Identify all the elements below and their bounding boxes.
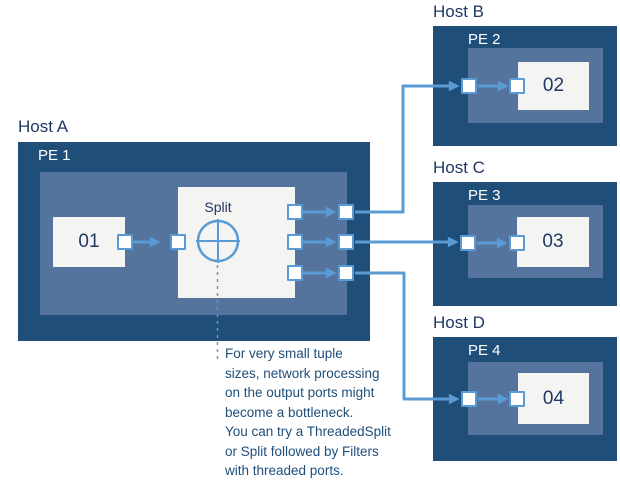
split-operator-box: Split [178, 187, 295, 298]
annotation-line: You can try a ThreadedSplit [225, 424, 391, 439]
annotation-line: with threaded ports. [225, 463, 344, 478]
port-split-output-3 [287, 265, 303, 281]
host-c-label: Host C [433, 158, 485, 177]
port-op03-input [509, 235, 525, 251]
port-op04-input [509, 391, 525, 407]
port-pe1-output-3 [338, 265, 354, 281]
host-b-label: Host B [433, 2, 485, 21]
annotation-line: become a bottleneck. [225, 404, 354, 420]
operator-04-label: 04 [542, 387, 565, 409]
port-split-output-2 [287, 234, 303, 250]
annotation-note: For very small tuple sizes, network proc… [225, 344, 445, 481]
port-split-input [170, 234, 186, 250]
operator-02-box: 02 [518, 62, 589, 110]
split-operator-label: Split [204, 199, 232, 215]
annotation-line: or Split followed by Filters [225, 443, 379, 459]
pe-1-label: PE 1 [38, 147, 71, 164]
port-pe4-input [461, 391, 477, 407]
pe-3-label: PE 3 [468, 187, 501, 204]
host-a-label: Host A [18, 117, 69, 136]
port-pe2-input [461, 78, 477, 94]
annotation-line: For very small tuple [225, 346, 343, 361]
port-pe1-output-1 [338, 204, 354, 220]
operator-02-label: 02 [542, 75, 565, 96]
annotation-line: on the output ports might [225, 385, 375, 400]
port-op02-input [509, 78, 525, 94]
port-split-output-1 [287, 204, 303, 220]
operator-01-label: 01 [78, 231, 100, 252]
pe-2-label: PE 2 [468, 31, 501, 48]
pe-4-label: PE 4 [468, 342, 501, 359]
port-pe1-output-2 [338, 234, 354, 250]
operator-04-box: 04 [518, 373, 589, 424]
operator-03-label: 03 [542, 231, 564, 252]
annotation-line: sizes, network processing [225, 365, 380, 381]
port-pe3-input [460, 235, 476, 251]
port-op01-output [117, 234, 133, 250]
operator-03-box: 03 [517, 217, 589, 267]
operator-01-box: 01 [53, 217, 125, 267]
host-d-label: Host D [433, 313, 485, 332]
